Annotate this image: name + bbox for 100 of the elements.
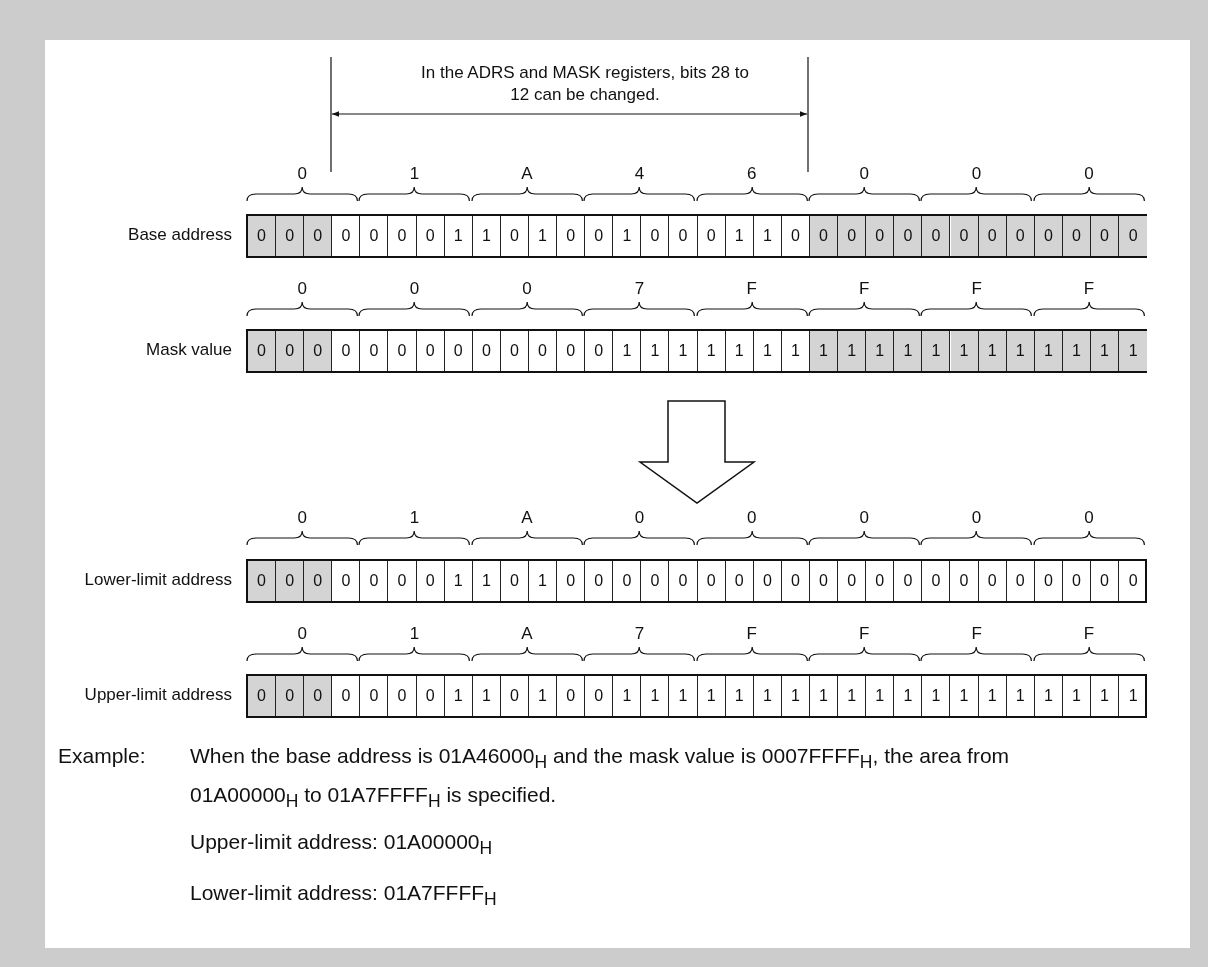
- hex-digit: 6: [746, 164, 758, 184]
- bit-cell: 0: [304, 216, 333, 256]
- bit-cell: 0: [444, 331, 473, 371]
- bit-cell: 1: [444, 561, 473, 601]
- bit-cell: 0: [1034, 561, 1063, 601]
- hex-digit: F: [1082, 624, 1096, 644]
- hex-digit: A: [520, 164, 534, 184]
- bit-cell: 1: [1034, 331, 1063, 371]
- bit-cell: 0: [500, 331, 529, 371]
- hex-digit: F: [745, 279, 758, 299]
- bit-cell: 0: [613, 561, 642, 601]
- bit-cell: 0: [585, 216, 614, 256]
- bit-cell: 0: [1091, 216, 1120, 256]
- bit-cell: 0: [641, 561, 670, 601]
- bit-cell: 1: [725, 216, 754, 256]
- bit-cell: 1: [950, 676, 979, 716]
- bit-cell: 0: [248, 216, 277, 256]
- dimension-note: In the ADRS and MASK registers, bits 28 to 12 can be changed.: [420, 62, 750, 106]
- bit-cell: 0: [557, 561, 586, 601]
- bit-cell: 0: [781, 216, 810, 256]
- hex-digit: 0: [970, 508, 983, 528]
- hex-digit: F: [970, 624, 983, 644]
- bit-cell: 0: [248, 676, 277, 716]
- bit-cell: 0: [838, 216, 867, 256]
- bit-cell: 1: [810, 676, 839, 716]
- bit-cell: 1: [1062, 331, 1091, 371]
- bit-cell: 0: [388, 561, 417, 601]
- bit-cell: 0: [332, 561, 361, 601]
- bit-cell: 0: [810, 561, 839, 601]
- hex-digit: A: [520, 624, 534, 644]
- bit-cell: 0: [585, 331, 614, 371]
- bit-cell: 0: [1091, 561, 1120, 601]
- bit-cell: 1: [529, 561, 558, 601]
- bit-cell: 0: [641, 216, 670, 256]
- bit-cell: 1: [444, 216, 473, 256]
- bit-cell: 0: [248, 561, 277, 601]
- bit-cell: 0: [894, 216, 923, 256]
- bit-cell: 0: [276, 331, 305, 371]
- hex-digit: F: [970, 279, 983, 299]
- bit-cell: 1: [1091, 331, 1120, 371]
- bit-cell: 0: [276, 676, 305, 716]
- bit-cell: 0: [753, 561, 782, 601]
- bit-cell: 1: [613, 331, 642, 371]
- bit-cell: 1: [641, 331, 670, 371]
- bit-cell: 1: [472, 676, 501, 716]
- bit-cell: 0: [500, 676, 529, 716]
- bit-cell: 0: [1062, 561, 1091, 601]
- bit-cell: 1: [753, 331, 782, 371]
- bit-cell: 0: [388, 216, 417, 256]
- example-text: When the base address is 01A46000$_{H}$ and the mask value is 0007FFFF$_{H}$, the area from 01A00000$_{H}$ to 01A7FFFF$_{H}$ is specified.: [190, 743, 1011, 814]
- bit-cell-text: 0: [1127, 571, 1139, 591]
- hex-digit: 4: [633, 164, 646, 184]
- bit-cell: 0: [585, 676, 614, 716]
- bit-cell-text: 1: [1127, 686, 1139, 706]
- bit-cell: 1: [669, 676, 698, 716]
- bit-cell: 0: [1006, 216, 1035, 256]
- bit-cell: 1: [472, 561, 501, 601]
- bit-cell: 1: [978, 676, 1007, 716]
- bit-cell: 1: [781, 331, 810, 371]
- hex-digit: 1: [408, 624, 421, 644]
- register-label: Base address: [127, 225, 232, 245]
- bit-cell: 0: [248, 331, 277, 371]
- example-label: Example:: [58, 743, 146, 769]
- bit-cell: 0: [1034, 216, 1063, 256]
- bit-cell: 0: [866, 216, 895, 256]
- bit-cell: 1: [866, 676, 895, 716]
- example-text: Upper-limit address: 01A00000$_{H}$: [190, 829, 493, 861]
- bit-cell: 1: [697, 676, 726, 716]
- bit-cell: 0: [416, 216, 445, 256]
- bit-cell: 1: [725, 331, 754, 371]
- bit-cell: 0: [557, 216, 586, 256]
- hex-digit: 7: [633, 624, 646, 644]
- bit-cell: 1: [753, 216, 782, 256]
- bit-cell: 1: [894, 676, 923, 716]
- bit-cell: 1: [1091, 676, 1120, 716]
- bit-cell: 0: [866, 561, 895, 601]
- hex-digit: F: [858, 279, 871, 299]
- hex-digit: 0: [858, 508, 870, 528]
- bit-cell: 0: [557, 676, 586, 716]
- hex-digit: 1: [408, 164, 421, 184]
- bit-cell: 0: [416, 331, 445, 371]
- hex-digit: 0: [296, 624, 308, 644]
- hex-digit: A: [520, 508, 534, 528]
- bit-cell: 0: [810, 216, 839, 256]
- bit-cell: 1: [753, 676, 782, 716]
- hex-digit: F: [1082, 279, 1096, 299]
- hex-digit: 0: [296, 164, 308, 184]
- hex-digit: F: [858, 624, 871, 644]
- bit-cell: 1: [1034, 676, 1063, 716]
- bit-cell: 1: [922, 676, 951, 716]
- hex-digit: 0: [521, 279, 533, 299]
- hex-digit: 0: [296, 508, 308, 528]
- hex-digit: 0: [1083, 508, 1095, 528]
- bit-cell: 1: [725, 676, 754, 716]
- bit-cell: 0: [557, 331, 586, 371]
- bit-cell: 0: [360, 676, 389, 716]
- bit-cell: 0: [500, 561, 529, 601]
- bit-cell: 0: [388, 676, 417, 716]
- bit-cell: 0: [1006, 561, 1035, 601]
- bit-cell: 0: [922, 561, 951, 601]
